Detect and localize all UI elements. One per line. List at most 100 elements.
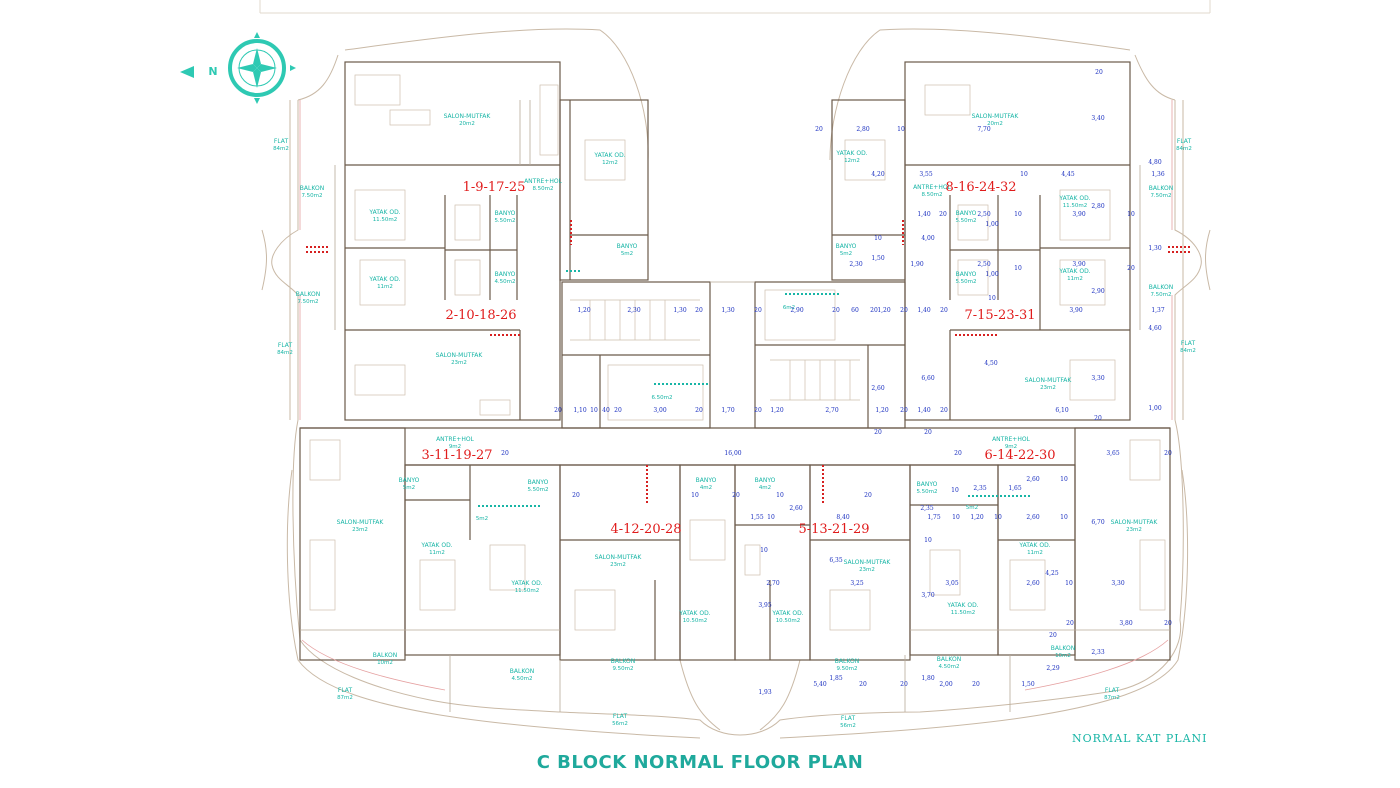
dimension-label: 20 — [554, 407, 562, 414]
dimension-label: 1,90 — [910, 261, 924, 268]
dimension-label: 10 — [776, 492, 784, 499]
dimension-label: 20 — [940, 307, 948, 314]
dimension-label: 20 — [864, 492, 872, 499]
dimension-label: 2,33 — [1091, 649, 1105, 656]
room-area: 7.50m2 — [1150, 193, 1171, 199]
room-area: 10.50m2 — [776, 618, 801, 624]
room-area: 5m2 — [840, 251, 852, 257]
dimension-label: 4,20 — [871, 171, 885, 178]
dimension-label: 3,25 — [850, 580, 864, 587]
room-name: SALON-MUTFAK — [844, 559, 892, 566]
dimension-label: 20 — [572, 492, 580, 499]
room-area: 23m2 — [451, 360, 467, 366]
dimension-label: 20 — [940, 407, 948, 414]
room-area: 23m2 — [352, 527, 368, 533]
dimension-label: 20 — [1127, 265, 1135, 272]
dimension-label: 10 — [1020, 171, 1028, 178]
dimension-label: 20 — [870, 307, 878, 314]
room-name: BALKON — [937, 656, 961, 663]
dimension-label: 1,20 — [970, 514, 984, 521]
dimension-label: 10 — [1014, 211, 1022, 218]
dimension-label: 4,60 — [1148, 325, 1162, 332]
normal-floor-plan-caption: NORMAL KAT PLANI — [1072, 732, 1208, 745]
room-name: YATAK OD. — [946, 602, 978, 609]
room-name: YATAK OD. — [420, 542, 452, 549]
room-area: 12m2 — [602, 160, 618, 166]
dimension-label: 20 — [939, 211, 947, 218]
dimension-label: 3,70 — [921, 592, 935, 599]
dimension-label: 20 — [1164, 450, 1172, 457]
dimension-label: 2,90 — [790, 307, 804, 314]
dimension-label: 6,60 — [921, 375, 935, 382]
room-name: YATAK OD. — [835, 150, 867, 157]
room-area: 9m2 — [1005, 444, 1017, 450]
dimension-label: 20 — [695, 307, 703, 314]
dimension-label: 20 — [954, 450, 962, 457]
room-area: 5.50m2 — [494, 218, 515, 224]
dimension-label: 5,40 — [813, 681, 827, 688]
dimension-label: 10 — [590, 407, 598, 414]
dimension-label: 1,00 — [1148, 405, 1162, 412]
dimension-label: 2,50 — [977, 261, 991, 268]
dimension-label: 1,65 — [1008, 485, 1022, 492]
room-area: 8.50m2 — [532, 186, 553, 192]
dimension-label: 1,85 — [829, 675, 843, 682]
dimension-label: 2,60 — [1026, 476, 1040, 483]
dimension-label: 1,37 — [1151, 307, 1165, 314]
dimension-label: 10 — [1014, 265, 1022, 272]
dimension-label: 20 — [859, 681, 867, 688]
dimension-label: 3,05 — [945, 580, 959, 587]
room-area: 20m2 — [459, 121, 475, 127]
dimension-label: 20 — [732, 492, 740, 499]
dimension-label: 3,30 — [1091, 375, 1105, 382]
dimension-label: 3,30 — [1111, 580, 1125, 587]
dimension-label: 3,40 — [1091, 115, 1105, 122]
dimension-label: 20 — [754, 407, 762, 414]
room-name: YATAK OD. — [368, 276, 400, 283]
room-area: 5m2 — [966, 505, 978, 511]
compass-icon: N — [180, 32, 296, 104]
room-area: 10.50m2 — [683, 618, 708, 624]
dimension-label: 10 — [924, 537, 932, 544]
room-area: 84m2 — [1180, 348, 1196, 354]
room-name: BANYO — [956, 271, 977, 278]
unit-number: 3-11-19-27 — [421, 448, 492, 463]
room-area: 9.50m2 — [836, 666, 857, 672]
dimension-label: 20 — [1095, 69, 1103, 76]
dimension-label: 20 — [900, 307, 908, 314]
dimension-label: 4,45 — [1061, 171, 1075, 178]
room-name: BANYO — [399, 477, 420, 484]
room-area: 8.50m2 — [921, 192, 942, 198]
dimension-label: 4,00 — [921, 235, 935, 242]
dimension-label: 20 — [1066, 620, 1074, 627]
room-name: FLAT — [1181, 340, 1196, 347]
dimension-label: 1,40 — [917, 211, 931, 218]
dimension-label: 20 — [695, 407, 703, 414]
room-area: 6.50m2 — [651, 395, 672, 401]
dimension-label: 20 — [1049, 632, 1057, 639]
room-area: 9m2 — [449, 444, 461, 450]
dimension-label: 2,30 — [849, 261, 863, 268]
room-area: 4.50m2 — [494, 279, 515, 285]
room-name: YATAK OD. — [593, 152, 625, 159]
room-area: 84m2 — [273, 146, 289, 152]
room-name: BALKON — [510, 668, 534, 675]
room-area: 4m2 — [759, 485, 771, 491]
unit-number: 6-14-22-30 — [984, 448, 1055, 463]
room-name: FLAT — [841, 715, 856, 722]
room-name: BALKON — [1051, 645, 1075, 652]
dimension-label: 1,00 — [985, 221, 999, 228]
dimension-label: 3,55 — [919, 171, 933, 178]
dimension-label: 10 — [952, 514, 960, 521]
room-name: YATAK OD. — [678, 610, 710, 617]
dimension-label: 20 — [754, 307, 762, 314]
room-area: 12m2 — [844, 158, 860, 164]
room-area: 56m2 — [840, 723, 856, 729]
dimension-label: 10 — [1060, 476, 1068, 483]
room-area: 23m2 — [859, 567, 875, 573]
dimension-label: 1,70 — [721, 407, 735, 414]
dimension-label: 1,30 — [1148, 245, 1162, 252]
dimension-label: 3,00 — [653, 407, 667, 414]
dimension-label: 2,70 — [825, 407, 839, 414]
